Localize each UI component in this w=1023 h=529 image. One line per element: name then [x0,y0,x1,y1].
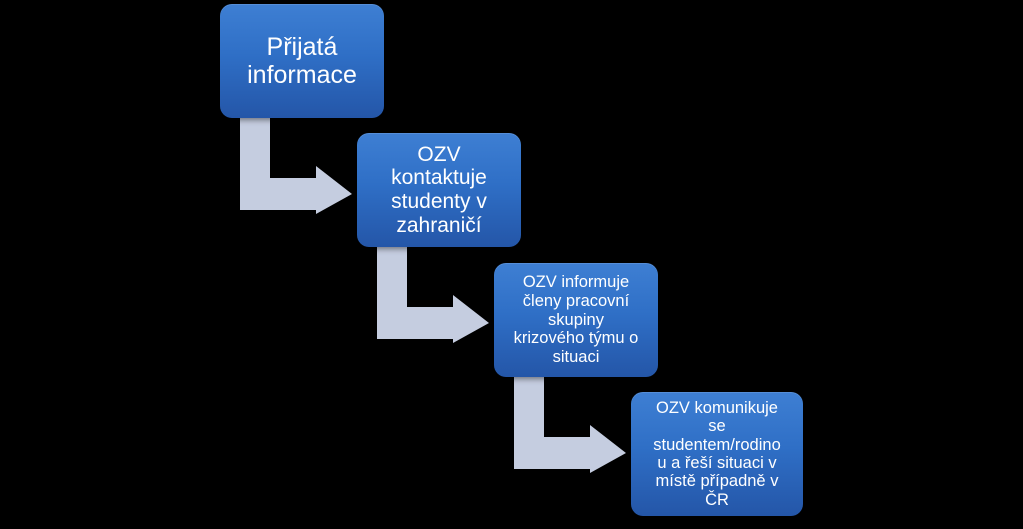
step-label: Přijatá informace [247,33,357,89]
bent-arrow-icon [377,247,489,343]
step-box-inform-crisis-team: OZV informuje členy pracovní skupiny kri… [494,263,658,377]
step-label: OZV kontaktuje studenty v zahraničí [391,142,487,237]
step-label: OZV informuje členy pracovní skupiny kri… [513,272,639,367]
bent-arrow-icon [240,118,352,214]
bent-arrow-icon [514,377,626,473]
step-label: OZV komunikuje se studentem/rodino u a ř… [653,398,781,509]
step-box-received-information: Přijatá informace [220,4,384,118]
step-box-communicate-resolve: OZV komunikuje se studentem/rodino u a ř… [631,392,803,516]
step-box-contact-students: OZV kontaktuje studenty v zahraničí [357,133,521,247]
